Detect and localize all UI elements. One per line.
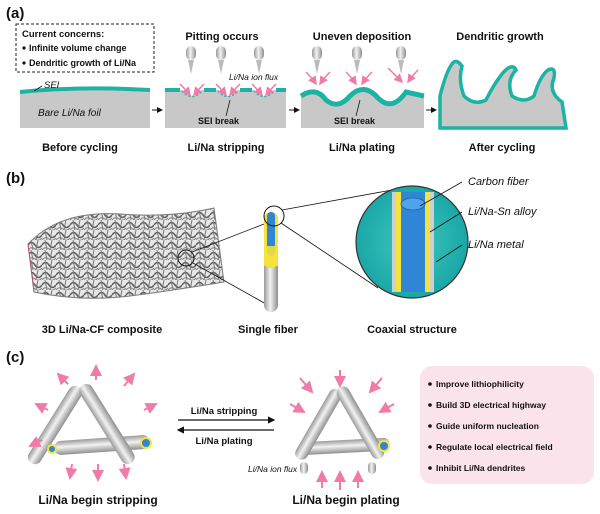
fiber-triangle-stripping bbox=[27, 383, 152, 465]
caption-stripping: Li/Na begin stripping bbox=[38, 493, 157, 507]
benefit-item: Inhibit Li/Na dendrites bbox=[436, 463, 526, 473]
sei-break-label-2: SEI break bbox=[334, 116, 376, 126]
coaxial-structure bbox=[355, 185, 469, 299]
concern-item-2: Dendritic growth of Li/Na bbox=[29, 58, 137, 68]
foil-label: Bare Li/Na foil bbox=[38, 108, 102, 119]
foil-stripping bbox=[165, 90, 286, 128]
stage-label-after: After cycling bbox=[469, 142, 536, 154]
flux-label: Li/Na ion flux bbox=[229, 72, 279, 82]
caption-coaxial: Coaxial structure bbox=[367, 324, 457, 336]
zoom-circle bbox=[177, 249, 195, 267]
fiber-triangle-plating bbox=[295, 386, 390, 460]
caption-composite: 3D Li/Na-CF composite bbox=[42, 324, 162, 336]
bullet-icon bbox=[428, 445, 432, 449]
stage-title-uneven: Uneven deposition bbox=[313, 31, 412, 43]
ion-flux-arrows bbox=[179, 83, 277, 97]
bullet-icon bbox=[428, 382, 432, 386]
benefits-list: Improve lithiophilicity Build 3D electri… bbox=[428, 379, 553, 473]
ion-icons bbox=[186, 46, 264, 74]
flux-label-c: Li/Na ion flux bbox=[248, 464, 298, 474]
ion-icons bbox=[312, 46, 406, 74]
callout-carbon-fiber: Carbon fiber bbox=[468, 176, 530, 188]
benefit-item: Guide uniform nucleation bbox=[436, 421, 539, 431]
ion-flux-arrows bbox=[305, 67, 419, 86]
ion-icons bbox=[300, 462, 376, 474]
concern-item-1: Infinite volume change bbox=[29, 43, 127, 53]
ion-flux-arrows-out bbox=[28, 364, 158, 482]
ion-flux-arrows-in bbox=[289, 370, 395, 490]
panel-c-label: (c) bbox=[6, 349, 24, 366]
stage-title-dendritic: Dendritic growth bbox=[456, 31, 544, 43]
panel-a-label: (a) bbox=[6, 5, 24, 22]
sei-label: SEI bbox=[44, 80, 60, 91]
single-fiber bbox=[264, 212, 278, 312]
uneven-deposit bbox=[299, 87, 425, 107]
composite-mesh bbox=[27, 207, 225, 299]
caption-single-fiber: Single fiber bbox=[238, 324, 299, 336]
arrow-label-plating: Li/Na plating bbox=[196, 436, 253, 447]
callout-metal: Li/Na metal bbox=[468, 239, 524, 251]
dendrite-growth bbox=[438, 59, 569, 130]
arrow-label-stripping: Li/Na stripping bbox=[191, 406, 258, 417]
benefit-item: Improve lithiophilicity bbox=[436, 379, 524, 389]
stage-label-before: Before cycling bbox=[42, 142, 118, 154]
sei-break-label-1: SEI break bbox=[198, 116, 240, 126]
stage-label-plating: Li/Na plating bbox=[329, 142, 395, 154]
stage-label-stripping: Li/Na stripping bbox=[188, 142, 265, 154]
benefits-box bbox=[420, 366, 594, 484]
sei-pointer bbox=[33, 85, 43, 92]
bullet-icon bbox=[428, 403, 432, 407]
foil-plating bbox=[301, 89, 424, 128]
bullet-icon bbox=[22, 61, 26, 65]
callout-alloy: Li/Na-Sn alloy bbox=[468, 206, 538, 218]
bullet-icon bbox=[428, 424, 432, 428]
benefit-item: Build 3D electrical highway bbox=[436, 400, 546, 410]
bullet-icon bbox=[22, 46, 26, 50]
benefit-item: Regulate local electrical field bbox=[436, 442, 553, 452]
zoom-circle bbox=[263, 205, 285, 227]
bullet-icon bbox=[428, 466, 432, 470]
caption-plating: Li/Na begin plating bbox=[292, 493, 399, 507]
concerns-title: Current concerns: bbox=[22, 29, 104, 40]
sei-layer bbox=[19, 86, 151, 94]
panel-b-label: (b) bbox=[6, 170, 25, 187]
foil-before bbox=[20, 88, 150, 128]
stage-title-pitting: Pitting occurs bbox=[185, 31, 258, 43]
concerns-box bbox=[15, 23, 155, 73]
